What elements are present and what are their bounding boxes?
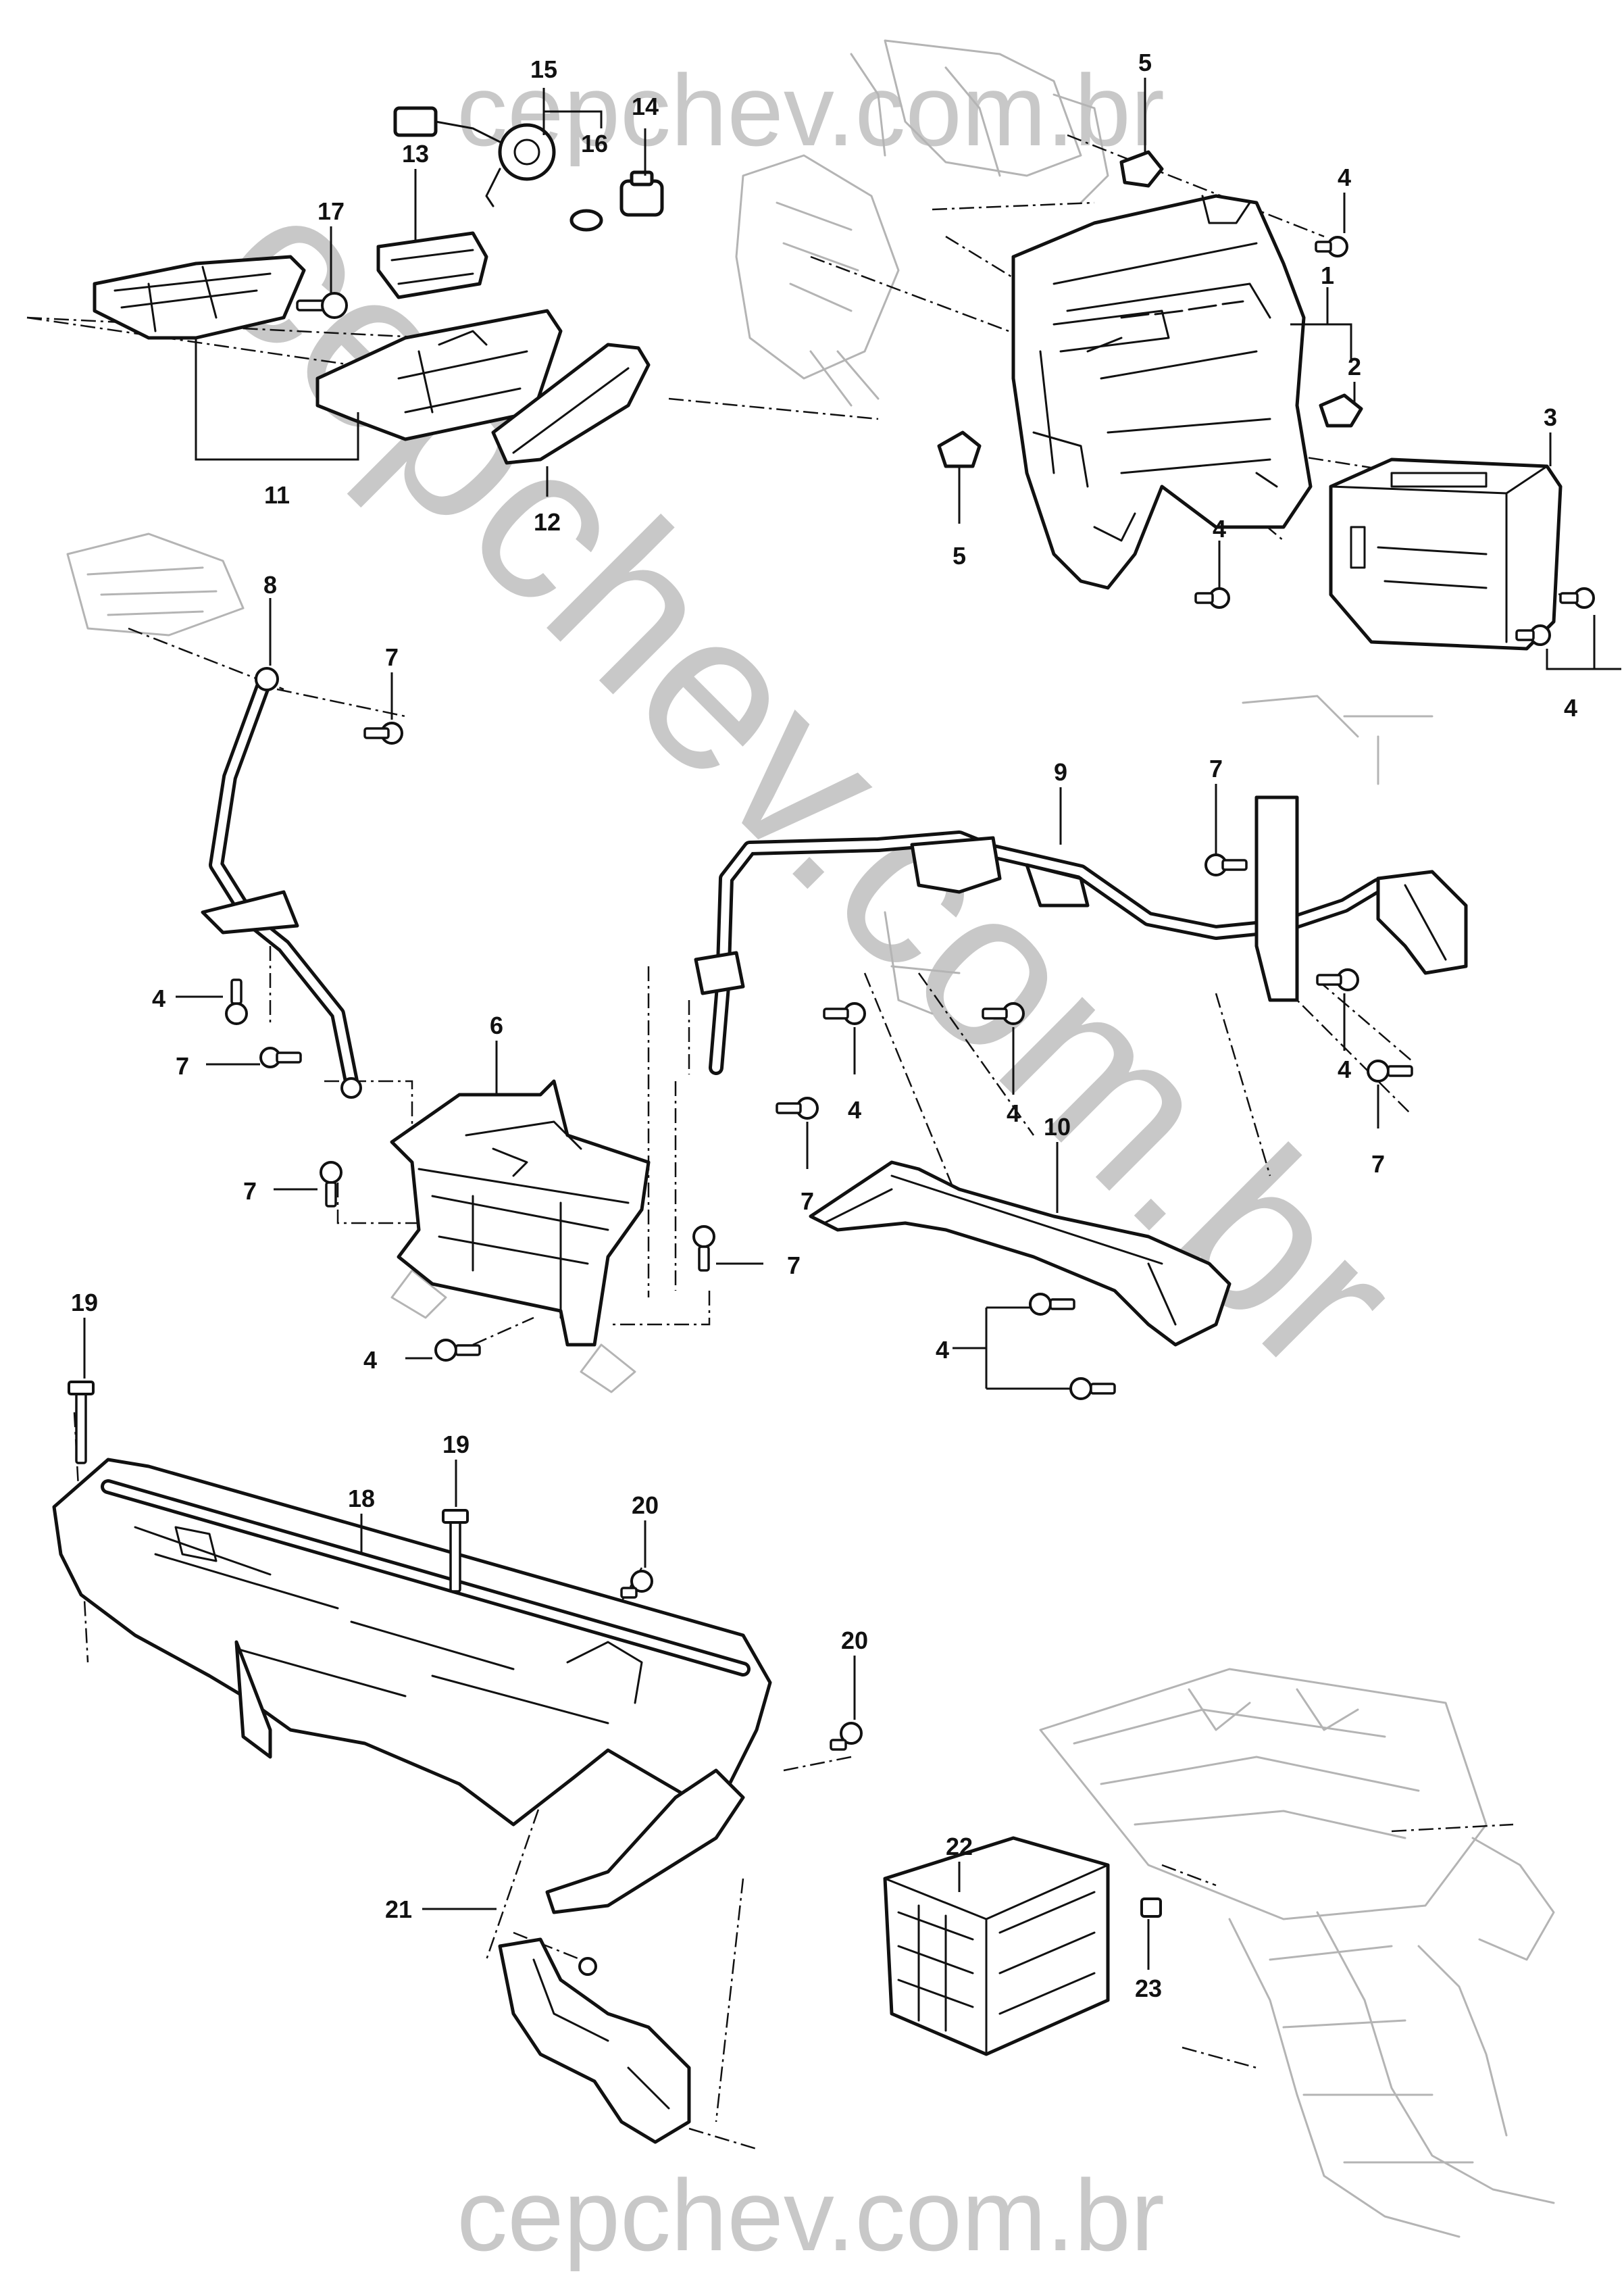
callout-7-mid: 7 [801, 1187, 814, 1215]
callout-1: 1 [1321, 262, 1334, 289]
callout-8: 8 [263, 571, 277, 599]
part-14-lighter [619, 170, 664, 217]
callout-4-center-right: 4 [1007, 1099, 1020, 1127]
callout-7-upper-right: 7 [1209, 755, 1223, 783]
callout-22: 22 [946, 1833, 973, 1860]
part-23-clip [1140, 1897, 1162, 1918]
part-17-bracket [93, 255, 306, 340]
part-10-tray-rail [809, 1160, 1232, 1347]
callout-7-near-6: 7 [787, 1251, 801, 1279]
callout-18: 18 [348, 1485, 375, 1512]
callout-4-left: 4 [152, 985, 166, 1012]
part-8-brace [201, 667, 362, 1099]
ghost-vehicle-structure [66, 39, 1555, 2238]
callout-14: 14 [632, 93, 659, 120]
part-16-bulb [569, 209, 603, 232]
part-5-clip-bottom [937, 430, 982, 468]
part-1-center-bracket [1011, 194, 1313, 590]
callout-23: 23 [1135, 1975, 1162, 2002]
part-13-tray [376, 231, 488, 299]
part-19-bolts [68, 1381, 469, 1593]
callout-4-bottom-left: 4 [363, 1346, 377, 1374]
part-2-clip [1319, 393, 1363, 428]
part-17-screw [296, 292, 348, 319]
callout-20-top: 20 [632, 1491, 659, 1519]
part-4-screws-top [1194, 236, 1595, 646]
callout-19-center: 19 [442, 1431, 470, 1458]
callout-7-right: 7 [1371, 1150, 1385, 1178]
part-12-cover [491, 343, 651, 465]
part-9-cross-tube [694, 795, 1468, 1075]
callout-12: 12 [534, 508, 561, 536]
watermark-top: cepchev.com.br [457, 53, 1165, 167]
callout-2: 2 [1348, 353, 1361, 380]
callout-4-center: 4 [848, 1096, 861, 1124]
mid-fasteners [225, 722, 1413, 1400]
part-15-16-socket [393, 106, 556, 207]
callout-3: 3 [1544, 403, 1557, 431]
callout-5-bottom: 5 [953, 542, 966, 570]
callout-17: 17 [318, 197, 345, 225]
callout-7-mid-left: 7 [243, 1177, 257, 1205]
callout-7-top: 7 [385, 643, 399, 671]
callout-15: 15 [530, 55, 557, 83]
callout-4-top: 4 [1338, 164, 1351, 191]
part-3-housing [1329, 457, 1563, 651]
part-6-mount-bracket [390, 1079, 651, 1347]
callout-21: 21 [385, 1895, 412, 1923]
callout-4-far-right: 4 [1338, 1056, 1351, 1083]
callout-6: 6 [490, 1012, 503, 1039]
callout-4-bottom-right: 4 [936, 1336, 949, 1364]
callout-4-right: 4 [1564, 694, 1577, 722]
part-21-support [498, 1937, 691, 2144]
callout-labels: 15 14 16 13 17 11 12 5 4 1 2 3 5 4 4 8 7… [71, 49, 1577, 2002]
leader-lines [83, 78, 1621, 1970]
watermark-bottom: cepchev.com.br [457, 2158, 1165, 2272]
callout-10: 10 [1044, 1113, 1071, 1141]
callout-4-mid: 4 [1213, 515, 1226, 543]
callout-20-right: 20 [841, 1627, 868, 1654]
part-18-crosscar-beam [52, 1458, 772, 1914]
callout-19-left: 19 [71, 1289, 98, 1316]
callout-7-left: 7 [176, 1052, 189, 1080]
callout-16: 16 [581, 130, 608, 157]
callout-13: 13 [402, 140, 429, 168]
callout-11: 11 [264, 481, 290, 509]
part-22-module-box [883, 1836, 1110, 2056]
part-20-bolts [620, 1570, 863, 1751]
part-5-clip-top [1119, 150, 1164, 188]
callout-5-top: 5 [1138, 49, 1152, 76]
callout-9: 9 [1054, 758, 1067, 786]
